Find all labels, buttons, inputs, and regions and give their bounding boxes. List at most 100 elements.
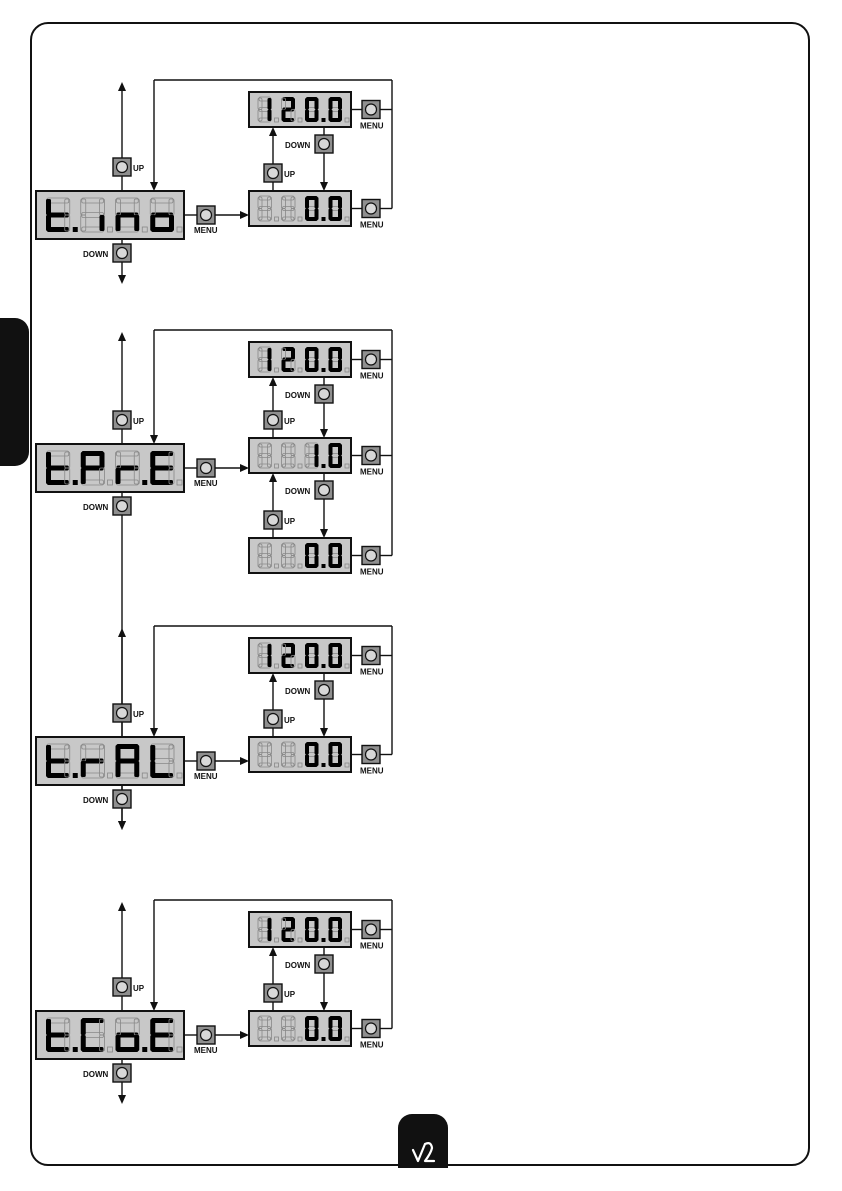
segment (329, 755, 333, 767)
segment (150, 452, 155, 468)
button-circle-icon (366, 550, 377, 561)
display-value: 0.0 (0, 0, 2, 1)
segment (329, 743, 333, 755)
segment (315, 544, 319, 556)
arrow-head (118, 82, 126, 91)
menu-label: MENU (360, 767, 384, 776)
menu-label: MENU (360, 668, 384, 677)
segment (338, 755, 342, 767)
decimal-point (322, 938, 326, 942)
down-button[interactable] (315, 955, 333, 973)
up-button[interactable] (264, 411, 282, 429)
down-label: DOWN (285, 961, 311, 970)
menu-button[interactable] (197, 459, 215, 477)
segment (116, 745, 121, 761)
up-button[interactable] (113, 704, 131, 722)
segment (46, 1035, 51, 1051)
button-circle-icon (319, 139, 330, 150)
up-button[interactable] (264, 984, 282, 1002)
arrow-head (118, 275, 126, 284)
up-button[interactable] (264, 511, 282, 529)
up-label: UP (284, 170, 296, 179)
down-button[interactable] (113, 244, 131, 262)
down-label: DOWN (83, 503, 109, 512)
up-label: UP (284, 517, 296, 526)
segment (81, 452, 86, 468)
segment (305, 1029, 309, 1041)
segment (150, 1019, 155, 1035)
display-value: 0.0 (0, 0, 2, 1)
segment (329, 444, 333, 456)
segment (329, 197, 333, 209)
arrow-head (118, 628, 126, 637)
button-circle-icon (319, 959, 330, 970)
segment (268, 98, 272, 110)
segment (116, 468, 121, 484)
segment (338, 544, 342, 556)
up-label: UP (133, 984, 145, 993)
arrow-head (269, 473, 277, 482)
menu-button[interactable] (197, 1026, 215, 1044)
menu-button[interactable] (362, 647, 380, 665)
arrow-head (240, 464, 249, 472)
segment (338, 644, 342, 656)
up-button[interactable] (113, 158, 131, 176)
segment (305, 98, 309, 110)
menu-button[interactable] (197, 206, 215, 224)
up-button[interactable] (113, 978, 131, 996)
menu-button[interactable] (362, 447, 380, 465)
value-display: 120.0 (0, 0, 351, 377)
up-button[interactable] (264, 164, 282, 182)
segment (282, 930, 286, 942)
menu-button[interactable] (362, 1020, 380, 1038)
segment (81, 1019, 86, 1035)
segment (291, 348, 295, 360)
down-label: DOWN (83, 250, 109, 259)
menu-label: MENU (194, 226, 218, 235)
segment (329, 98, 333, 110)
segment (268, 348, 272, 360)
decimal-point (73, 480, 78, 485)
segment (338, 743, 342, 755)
segment (305, 930, 309, 942)
down-label: DOWN (285, 687, 311, 696)
down-label: DOWN (83, 1070, 109, 1079)
menu-button[interactable] (362, 351, 380, 369)
down-button[interactable] (113, 497, 131, 515)
menu-button[interactable] (362, 547, 380, 565)
segment (305, 743, 309, 755)
up-label: UP (133, 164, 145, 173)
down-button[interactable] (113, 790, 131, 808)
down-button[interactable] (315, 681, 333, 699)
down-button[interactable] (315, 385, 333, 403)
segment (291, 98, 295, 110)
up-button[interactable] (113, 411, 131, 429)
menu-label: MENU (360, 568, 384, 577)
arrow-head (269, 127, 277, 136)
menu-label: MENU (194, 772, 218, 781)
segment (81, 1035, 86, 1051)
segment (329, 544, 333, 556)
segment (305, 110, 309, 122)
menu-button[interactable] (362, 921, 380, 939)
menu-button[interactable] (197, 752, 215, 770)
segment (134, 745, 139, 761)
display-value: t.Co.E (0, 0, 3, 1)
segment (305, 348, 309, 360)
segment (338, 1017, 342, 1029)
menu-button[interactable] (362, 101, 380, 119)
button-circle-icon (117, 501, 128, 512)
menu-button[interactable] (362, 746, 380, 764)
down-button[interactable] (113, 1064, 131, 1082)
down-button[interactable] (315, 481, 333, 499)
segment (46, 215, 51, 231)
value-display: 0.0 (0, 0, 351, 1046)
segment (46, 745, 51, 761)
arrow-head (150, 182, 158, 191)
segment (134, 215, 139, 231)
menu-button[interactable] (362, 200, 380, 218)
up-button[interactable] (264, 710, 282, 728)
segment (329, 656, 333, 668)
down-button[interactable] (315, 135, 333, 153)
segment (116, 215, 121, 231)
